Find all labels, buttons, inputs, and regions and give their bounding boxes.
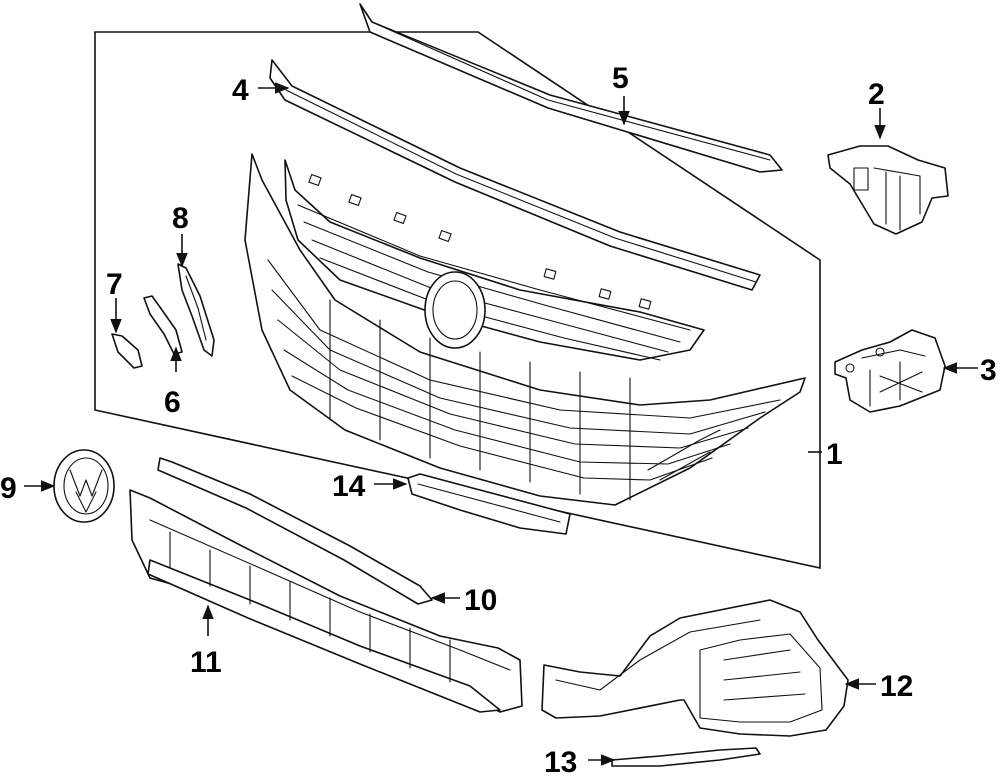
callout-10: 10 bbox=[464, 584, 497, 617]
callout-12: 12 bbox=[880, 670, 913, 703]
callout-14: 14 bbox=[332, 470, 366, 503]
callout-8: 8 bbox=[172, 202, 189, 235]
grille-insert bbox=[407, 473, 571, 535]
callout-5: 5 bbox=[612, 62, 629, 95]
callout-11: 11 bbox=[190, 646, 222, 679]
bracket-lower bbox=[834, 329, 946, 413]
grille-assembly bbox=[244, 153, 806, 506]
callout-1: 1 bbox=[826, 438, 843, 471]
callout-3: 3 bbox=[980, 354, 997, 387]
lower-grille bbox=[129, 489, 523, 713]
upper-trim-strip bbox=[359, 3, 783, 173]
callout-9: 9 bbox=[0, 472, 17, 505]
callout-6: 6 bbox=[164, 386, 181, 419]
trim-piece-small bbox=[111, 333, 143, 369]
bracket-upper bbox=[827, 145, 949, 235]
lower-trim bbox=[611, 747, 761, 767]
trim-strip-left bbox=[143, 295, 183, 355]
callout-4: 4 bbox=[232, 74, 249, 107]
callout-13: 13 bbox=[544, 746, 577, 776]
callout-2: 2 bbox=[868, 78, 885, 111]
fog-light-frame bbox=[541, 599, 849, 737]
emblem bbox=[53, 449, 115, 523]
callout-7: 7 bbox=[106, 268, 123, 301]
side-trim bbox=[177, 263, 215, 357]
assembly-frame bbox=[94, 31, 821, 569]
